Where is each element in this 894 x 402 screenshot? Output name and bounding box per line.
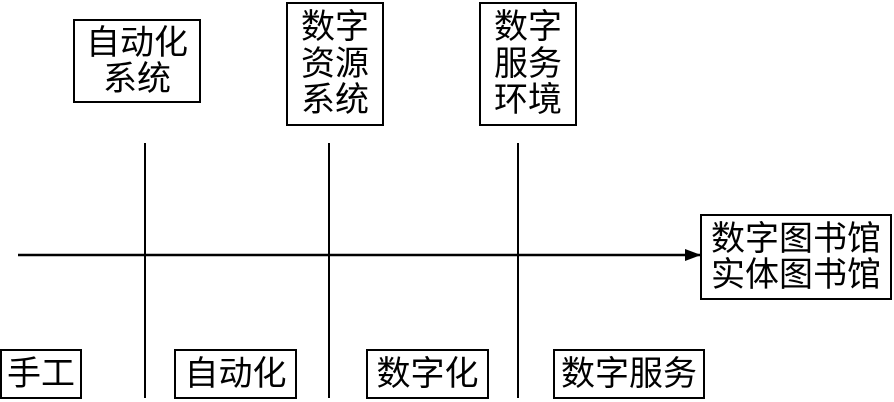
automation-system-label: 自动化 系统	[86, 22, 188, 99]
digital-service-environment-label: 数字 服务 环境	[494, 7, 562, 121]
digital-resource-system-line-2: 资源	[301, 43, 369, 84]
stage-digitization-box: 数字化	[366, 349, 489, 399]
automation-system-line-2: 系统	[103, 59, 171, 99]
digital-resource-system-label: 数字 资源 系统	[301, 7, 369, 121]
stage-manual-box: 手工	[0, 349, 82, 399]
stage-manual-label: 手工	[7, 353, 75, 394]
digital-service-environment-line-1: 数字	[494, 7, 562, 48]
library-types-label: 数字图书馆 实体图书馆	[711, 218, 881, 295]
stage-digitization-label: 数字化	[376, 353, 479, 394]
digital-service-environment-box: 数字 服务 环境	[479, 2, 577, 126]
stage-automation-box: 自动化	[174, 349, 297, 399]
digital-library-label: 数字图书馆	[711, 218, 881, 259]
stage-digital-service-box: 数字服务	[553, 349, 705, 399]
stage-digital-service-label: 数字服务	[561, 353, 697, 394]
automation-system-line-1: 自动化	[86, 22, 188, 63]
digital-resource-system-line-1: 数字	[301, 7, 369, 48]
digital-resource-system-line-3: 系统	[301, 80, 369, 121]
stage-automation-label: 自动化	[184, 353, 287, 394]
library-types-box: 数字图书馆 实体图书馆	[700, 214, 892, 300]
digital-service-environment-line-2: 服务	[494, 43, 562, 84]
automation-system-box: 自动化 系统	[73, 19, 201, 103]
physical-library-label: 实体图书馆	[711, 255, 881, 295]
digital-resource-system-box: 数字 资源 系统	[286, 2, 384, 126]
digital-service-environment-line-3: 环境	[494, 80, 562, 121]
